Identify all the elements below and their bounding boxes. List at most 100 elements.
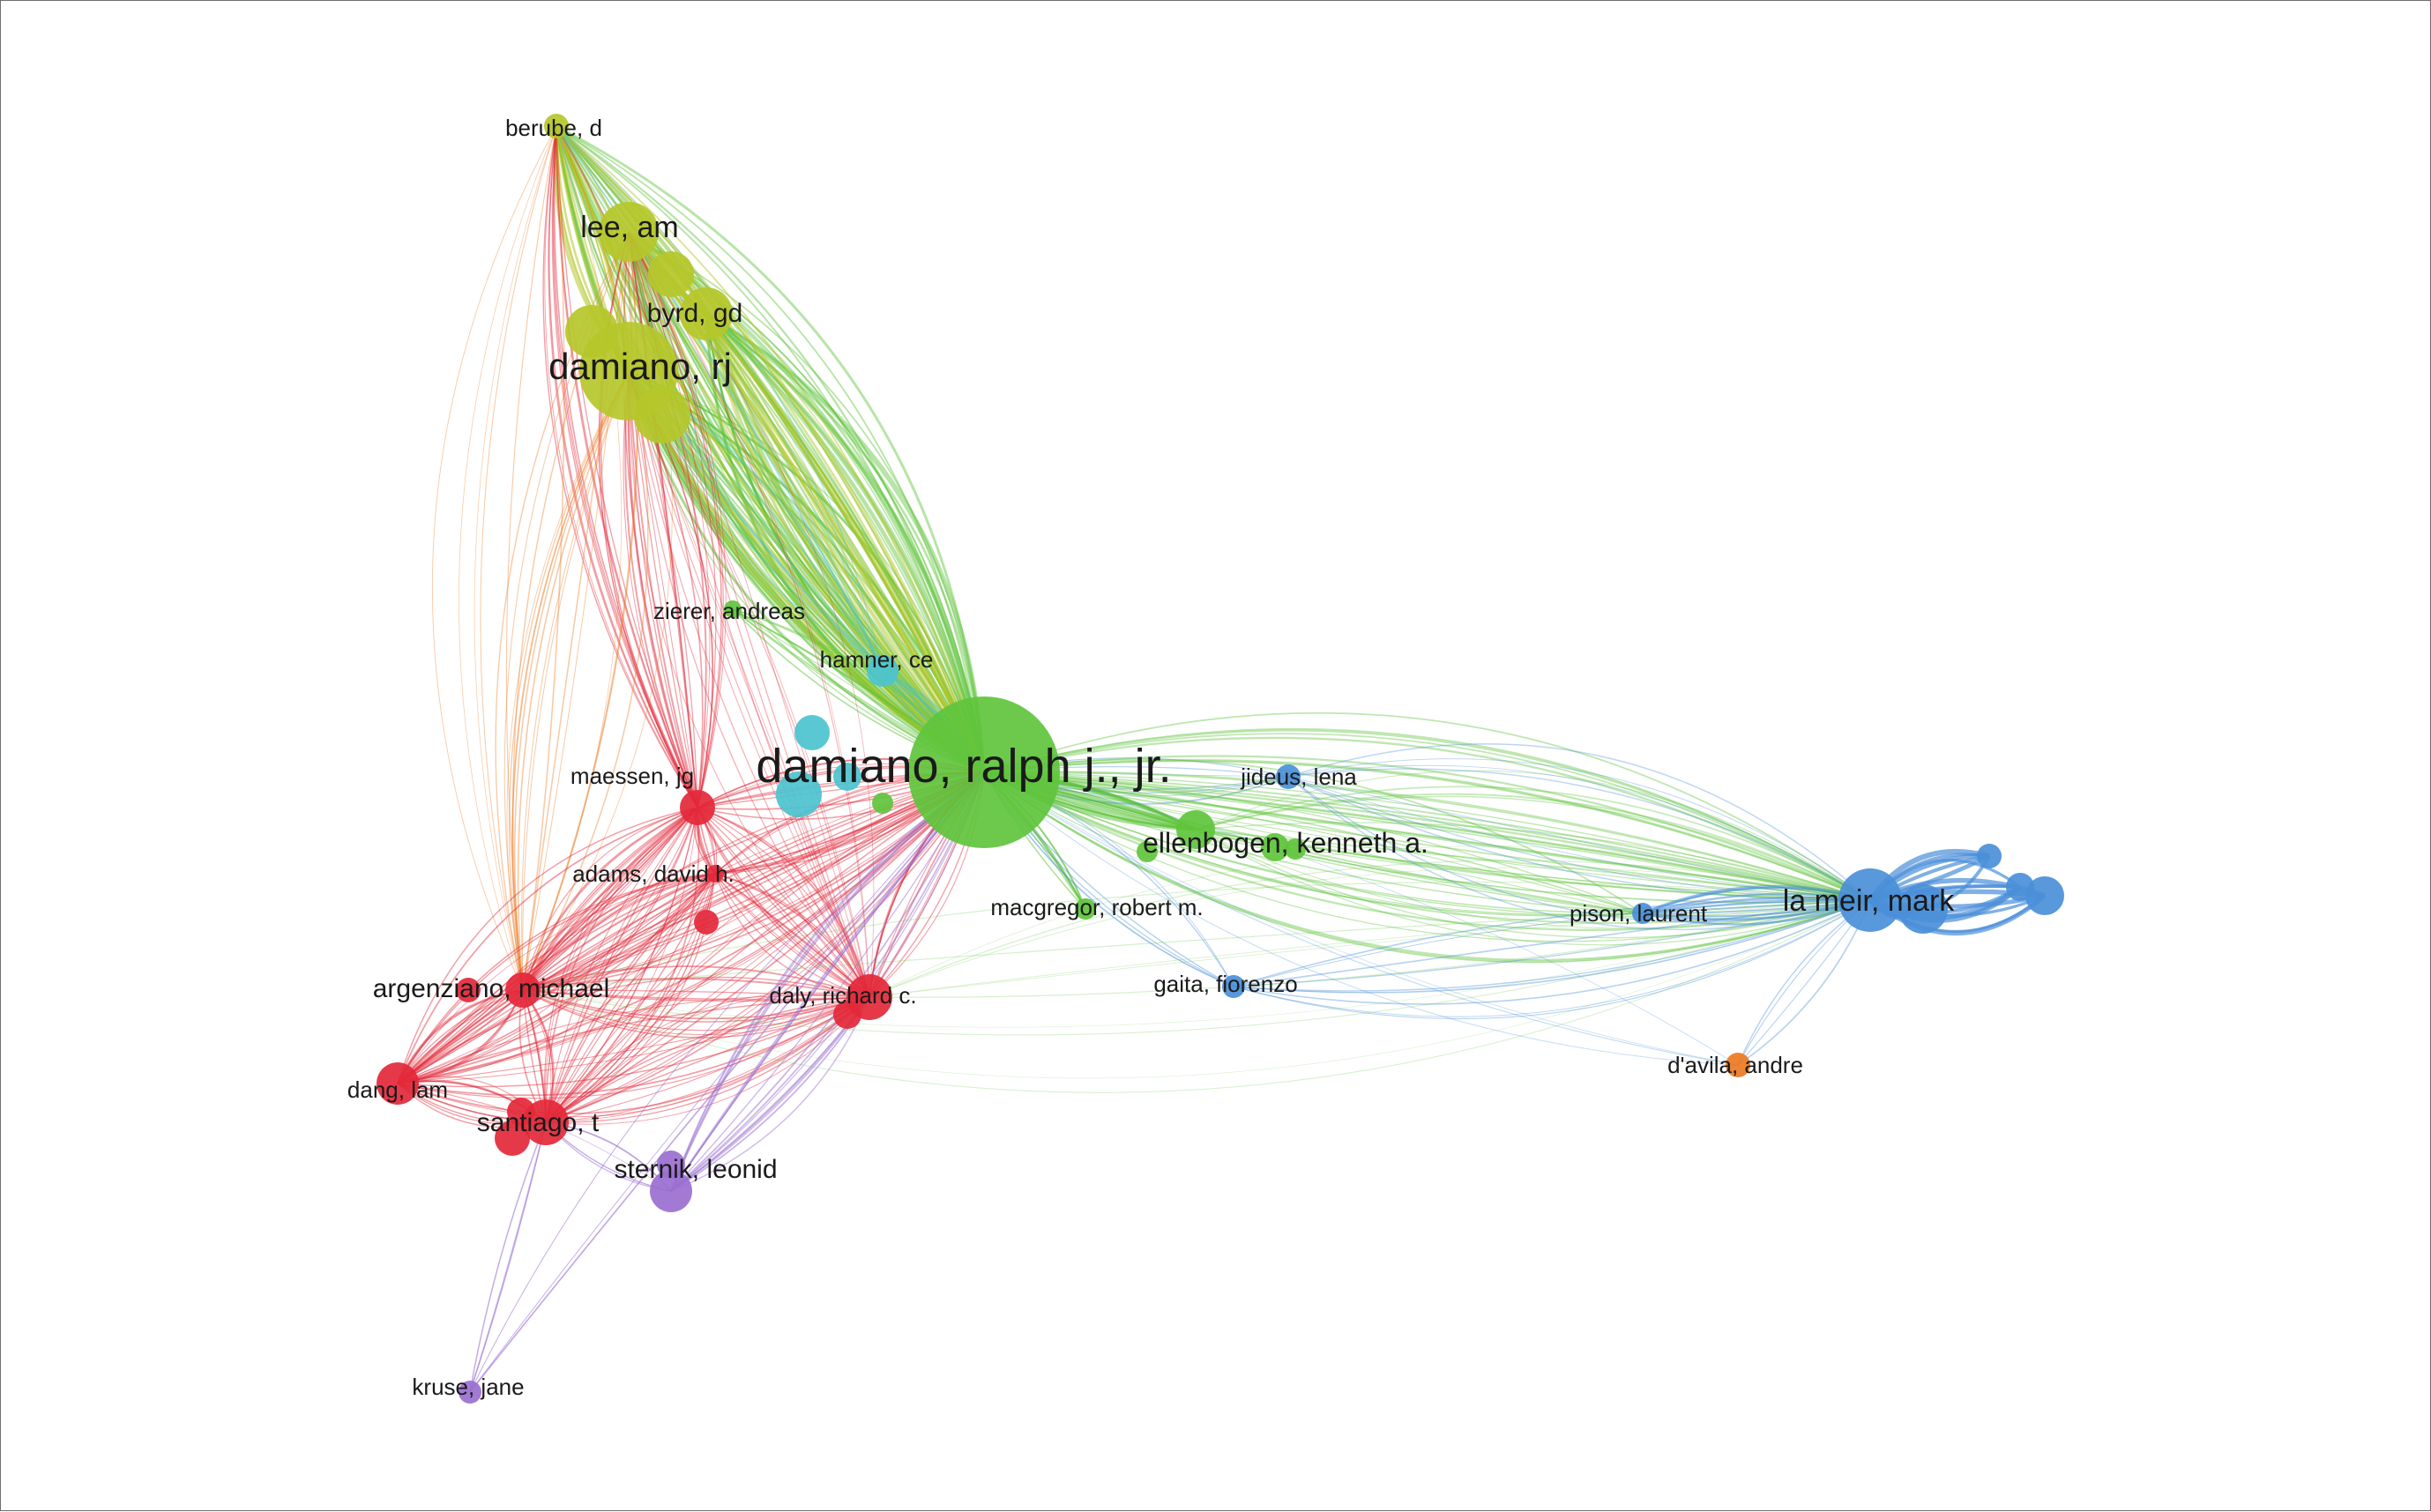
coauthor-edge bbox=[1233, 898, 1871, 987]
author-node-lee[interactable] bbox=[599, 202, 659, 262]
coauthor-edge bbox=[545, 873, 716, 1123]
coauthor-edge bbox=[397, 996, 870, 1084]
author-node[interactable] bbox=[794, 715, 830, 750]
coauthor-edge bbox=[1287, 743, 1871, 901]
coauthor-edge bbox=[628, 370, 870, 998]
author-node[interactable] bbox=[833, 763, 861, 791]
coauthor-edge bbox=[397, 873, 716, 1084]
coauthor-edge bbox=[397, 807, 698, 1084]
node-label-pison: pison, laurent bbox=[1570, 900, 1708, 927]
coauthor-edge bbox=[697, 807, 870, 998]
coauthor-edge bbox=[548, 125, 698, 808]
author-node[interactable] bbox=[872, 793, 893, 814]
node-label-adams: adams, david h. bbox=[572, 860, 735, 887]
coauthor-edge bbox=[1195, 822, 1871, 901]
author-node[interactable] bbox=[694, 910, 719, 935]
node-label-kruse: kruse, jane bbox=[412, 1374, 524, 1400]
coauthor-edge bbox=[545, 771, 985, 1123]
coauthor-edge bbox=[869, 899, 1871, 998]
coauthor-edge bbox=[522, 978, 870, 998]
author-node-adams[interactable] bbox=[706, 865, 724, 883]
author-node-berube[interactable] bbox=[544, 114, 569, 138]
author-node-gaita[interactable] bbox=[1222, 975, 1245, 998]
coauthor-edge bbox=[869, 860, 1871, 998]
coauthor-edge bbox=[522, 989, 870, 1036]
author-node[interactable] bbox=[1137, 841, 1158, 862]
author-node-maessen[interactable] bbox=[680, 790, 715, 825]
node-label-damiano-rj: damiano, rj bbox=[548, 346, 732, 387]
coauthor-edge bbox=[522, 989, 870, 1001]
author-node-damiano-rj[interactable] bbox=[579, 322, 678, 421]
author-node[interactable] bbox=[2006, 873, 2034, 901]
coauthor-edge bbox=[545, 807, 698, 1123]
author-node-hamner[interactable] bbox=[867, 655, 899, 687]
coauthor-edge bbox=[714, 873, 870, 998]
coauthor-edge bbox=[517, 370, 630, 991]
author-node[interactable] bbox=[1285, 838, 1306, 860]
author-node[interactable] bbox=[1898, 884, 1948, 934]
coauthor-edge bbox=[556, 125, 884, 672]
author-node-daly[interactable] bbox=[846, 974, 892, 1020]
author-node-macgregor[interactable] bbox=[1075, 898, 1096, 920]
coauthor-edge bbox=[869, 899, 1871, 998]
coauthor-edge bbox=[628, 370, 698, 808]
author-node-zierer[interactable] bbox=[724, 600, 742, 618]
coauthor-edge bbox=[545, 996, 870, 1123]
coauthor-edge bbox=[542, 125, 698, 808]
author-node[interactable] bbox=[1261, 833, 1289, 861]
node-label-maessen: maessen, jg bbox=[570, 763, 694, 789]
coauthor-edge bbox=[983, 758, 1644, 914]
coauthor-edge bbox=[556, 125, 884, 672]
author-node[interactable] bbox=[456, 978, 481, 1002]
coauthor-edge bbox=[1195, 795, 1871, 901]
author-node[interactable] bbox=[1977, 844, 2002, 868]
coauthor-edge bbox=[983, 771, 1871, 901]
coauthor-edge bbox=[522, 807, 698, 991]
coauthor-edge bbox=[697, 807, 870, 998]
author-node[interactable] bbox=[648, 251, 694, 297]
author-node[interactable] bbox=[495, 1121, 530, 1156]
node-label-dang: dang, lam bbox=[347, 1076, 448, 1103]
coauthor-edge bbox=[983, 771, 1871, 901]
author-node-davila[interactable] bbox=[1726, 1053, 1750, 1077]
coauthor-edge bbox=[480, 125, 557, 991]
author-node-argenziano[interactable] bbox=[505, 972, 541, 1008]
author-node-jideus[interactable] bbox=[1276, 764, 1301, 789]
coauthor-edge bbox=[545, 807, 698, 1123]
coauthor-edge bbox=[1233, 899, 1871, 987]
coauthor-edge bbox=[556, 125, 884, 672]
author-node-santiago[interactable] bbox=[523, 1099, 569, 1145]
node-label-macgregor: macgregor, robert m. bbox=[990, 894, 1203, 920]
coauthor-edge bbox=[628, 231, 722, 808]
coauthor-edge bbox=[983, 771, 1871, 901]
node-layer bbox=[377, 114, 2064, 1404]
author-node-pison[interactable] bbox=[1632, 903, 1653, 924]
coauthor-edge bbox=[1195, 829, 1871, 946]
coauthor-edge bbox=[983, 771, 1644, 914]
author-node-ellenbogen[interactable] bbox=[1176, 810, 1215, 849]
coauthor-edge bbox=[628, 370, 870, 998]
coauthor-edge bbox=[397, 771, 985, 1084]
coauthor-edge bbox=[545, 807, 698, 1123]
coauthor-edge bbox=[505, 125, 557, 991]
coauthor-edge bbox=[397, 996, 870, 1084]
author-node[interactable] bbox=[776, 771, 822, 817]
coauthor-edge bbox=[545, 771, 985, 1123]
coauthor-edge bbox=[397, 994, 870, 1084]
author-node-lameir[interactable] bbox=[1838, 868, 1902, 932]
author-node-kruse[interactable] bbox=[459, 1381, 481, 1404]
coauthor-edge bbox=[397, 873, 716, 1084]
coauthor-edge bbox=[983, 771, 1739, 1066]
author-node-damiano-ralph[interactable] bbox=[908, 696, 1060, 848]
author-node-sternik[interactable] bbox=[650, 1170, 692, 1212]
author-node-byrd[interactable] bbox=[680, 287, 733, 340]
node-label-davila: d'avila, andre bbox=[1667, 1052, 1803, 1078]
coauthor-edge bbox=[556, 125, 884, 672]
coauthor-edge bbox=[545, 873, 716, 1123]
coauthor-edge bbox=[522, 899, 1871, 991]
author-node-dang[interactable] bbox=[377, 1062, 419, 1105]
coauthor-edge bbox=[522, 807, 698, 991]
coauthor-edge bbox=[545, 807, 700, 1123]
author-node[interactable] bbox=[2025, 876, 2064, 915]
